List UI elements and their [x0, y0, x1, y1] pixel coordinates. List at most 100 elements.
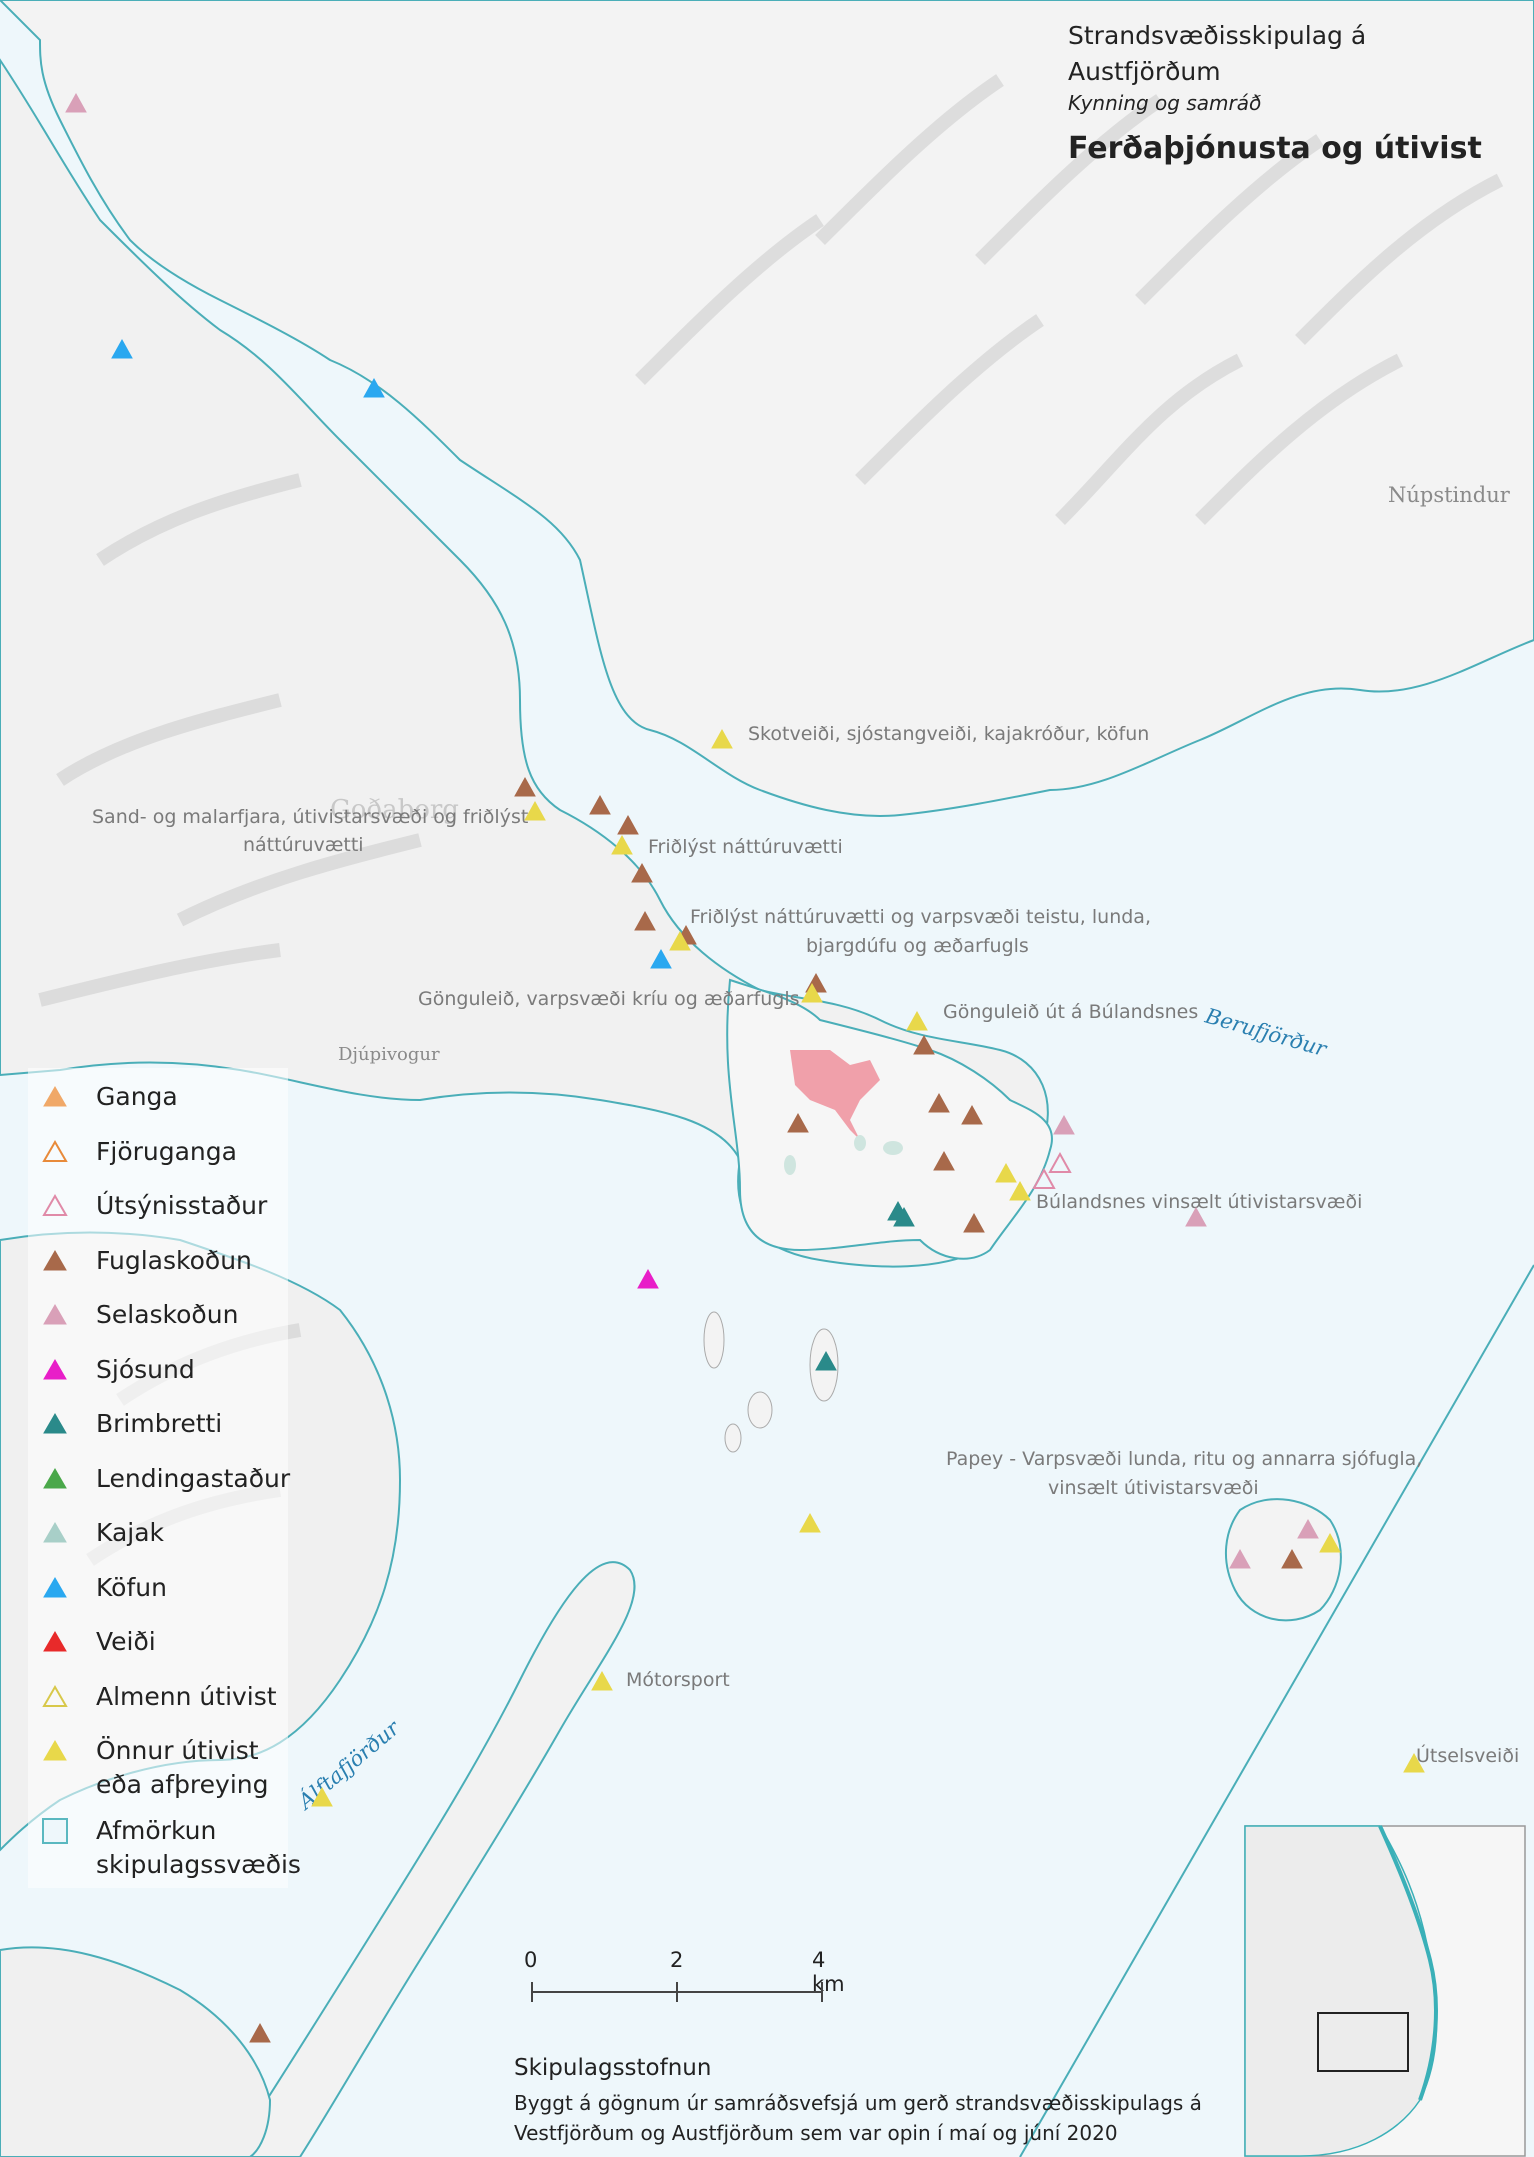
map-symbol-triangle[interactable] — [906, 1010, 928, 1031]
map-symbol-triangle[interactable] — [591, 1670, 613, 1691]
legend-label-line2: eða afþreying — [96, 1770, 269, 1799]
map-symbol-triangle[interactable] — [111, 338, 133, 359]
legend-background — [28, 1068, 288, 1888]
triangle-icon — [43, 1249, 67, 1270]
legend-item: Önnur útivist eða afþreying — [30, 1734, 300, 1814]
skerry-4 — [724, 1423, 742, 1453]
map-symbol-triangle[interactable] — [1185, 1206, 1207, 1227]
legend-label: Brimbretti — [96, 1409, 223, 1438]
planning-boundary — [1019, 1264, 1534, 2157]
map-symbol-triangle[interactable] — [1032, 1167, 1056, 1189]
map-symbol-triangle[interactable] — [1053, 1114, 1075, 1135]
map-symbol-triangle[interactable] — [928, 1092, 950, 1113]
legend-item: Veiði — [30, 1625, 300, 1680]
inset-extent-box — [1317, 2012, 1409, 2072]
map-symbol-triangle[interactable] — [249, 2022, 271, 2043]
map-symbol-triangle[interactable] — [631, 862, 653, 883]
map-symbol-triangle[interactable] — [363, 377, 385, 398]
annotation-gongulei-bulandsnes: Gönguleið út á Búlandsnes — [943, 1001, 1198, 1023]
map-symbol-triangle[interactable] — [514, 776, 536, 797]
legend-item: Fjöruganga — [30, 1135, 300, 1190]
scale-label-4: 4 km — [812, 1948, 845, 1996]
map-symbol-triangle[interactable] — [637, 1268, 659, 1289]
legend-label: Önnur útivist — [96, 1736, 259, 1765]
scale-bar: 0 2 4 km — [520, 1948, 845, 2008]
spit — [228, 1561, 636, 2157]
legend-label: Ganga — [96, 1082, 178, 1111]
scale-label-0: 0 — [524, 1948, 538, 1972]
map-symbol-triangle[interactable] — [815, 1350, 837, 1371]
map-symbol-triangle[interactable] — [634, 910, 656, 931]
label-djupivogur: Djúpivogur — [338, 1044, 440, 1065]
map-symbol-triangle[interactable] — [787, 1112, 809, 1133]
triangle-icon — [43, 1631, 67, 1652]
triangle-icon — [43, 1358, 67, 1379]
west-land — [0, 58, 1049, 1268]
map-symbol-triangle[interactable] — [913, 1034, 935, 1055]
title-block: Strandsvæðisskipulag á Austfjörðum Kynni… — [1068, 18, 1518, 172]
map-symbol-triangle[interactable] — [799, 1512, 821, 1533]
legend-item: Kajak — [30, 1516, 300, 1571]
map-symbol-triangle[interactable] — [963, 1212, 985, 1233]
legend-label-line2: skipulagssvæðis — [96, 1850, 301, 1879]
legend-label: Veiði — [96, 1627, 156, 1656]
map-symbol-triangle[interactable] — [1009, 1180, 1031, 1201]
legend-label: Selaskoðun — [96, 1300, 239, 1329]
map-symbol-triangle[interactable] — [650, 948, 672, 969]
triangle-icon — [43, 1467, 67, 1488]
legend-item: Lendingastaður — [30, 1462, 300, 1517]
map-symbol-triangle[interactable] — [893, 1206, 915, 1227]
annotation-sand-1: Sand- og malarfjara, útivistarsvæði og f… — [92, 806, 528, 828]
map-symbol-triangle[interactable] — [711, 728, 733, 749]
legend-item: Almenn útivist — [30, 1680, 300, 1735]
triangle-icon — [43, 1576, 67, 1597]
legend-item: Ganga — [30, 1080, 300, 1135]
scale-label-2: 2 — [670, 1948, 684, 1972]
map-symbol-triangle[interactable] — [1229, 1548, 1251, 1569]
map-symbol-triangle[interactable] — [589, 794, 611, 815]
triangle-icon — [43, 1304, 67, 1325]
map-symbol-triangle[interactable] — [617, 814, 639, 835]
legend-label: Útsýnisstaður — [96, 1191, 268, 1220]
annotation-papey-2: vinsælt útivistarsvæði — [1048, 1477, 1259, 1499]
footer-org: Skipulagsstofnun — [514, 2055, 712, 2081]
triangle-icon — [43, 1086, 67, 1107]
map-symbol-triangle[interactable] — [311, 1786, 333, 1807]
legend-item: Brimbretti — [30, 1407, 300, 1462]
annotation-fridlyst: Friðlýst náttúruvætti — [648, 836, 843, 858]
legend-label: Köfun — [96, 1572, 167, 1602]
triangle-outline-icon — [42, 1139, 68, 1162]
town-area — [790, 1050, 880, 1140]
map-symbol-triangle[interactable] — [961, 1104, 983, 1125]
footer-source-1: Byggt á gögnum úr samráðsvefsjá um gerð … — [514, 2091, 1202, 2115]
map-symbol-triangle[interactable] — [1048, 1151, 1072, 1173]
map-symbol-triangle[interactable] — [65, 92, 87, 113]
map-symbol-triangle[interactable] — [1319, 1532, 1341, 1553]
triangle-icon — [43, 1413, 67, 1434]
annotation-papey-1: Papey - Varpsvæði lunda, ritu og annarra… — [946, 1448, 1422, 1470]
triangle-outline-icon — [42, 1684, 68, 1707]
map-symbol-triangle[interactable] — [669, 930, 691, 951]
map-symbol-triangle[interactable] — [1297, 1518, 1319, 1539]
legend-label: Afmörkun — [96, 1816, 217, 1845]
annotation-sand-2: náttúruvætti — [243, 834, 364, 856]
map-symbol-triangle[interactable] — [611, 834, 633, 855]
map-symbol-triangle[interactable] — [524, 800, 546, 821]
annotation-fridlyst-varp-2: bjargdúfu og æðarfugls — [806, 935, 1029, 957]
map-symbol-triangle[interactable] — [801, 982, 823, 1003]
pond-1 — [854, 1135, 866, 1151]
map-title: Strandsvæðisskipulag á Austfjörðum — [1068, 21, 1367, 86]
label-godaborg: Goðaborg — [330, 795, 459, 825]
legend-item: Köfun — [30, 1571, 300, 1626]
sw-corner-land — [0, 1946, 272, 2157]
triangle-icon — [43, 1522, 67, 1543]
footer-source-2: Vestfjörðum og Austfjörðum sem var opin … — [514, 2121, 1118, 2145]
pond-2 — [883, 1141, 903, 1155]
map-symbol-triangle[interactable] — [1281, 1548, 1303, 1569]
legend-label: Fuglaskoðun — [96, 1245, 252, 1275]
map-symbol-triangle[interactable] — [995, 1162, 1017, 1183]
legend-label: Almenn útivist — [96, 1681, 277, 1711]
map-symbol-triangle[interactable] — [1403, 1752, 1425, 1773]
map-symbol-triangle[interactable] — [933, 1150, 955, 1171]
